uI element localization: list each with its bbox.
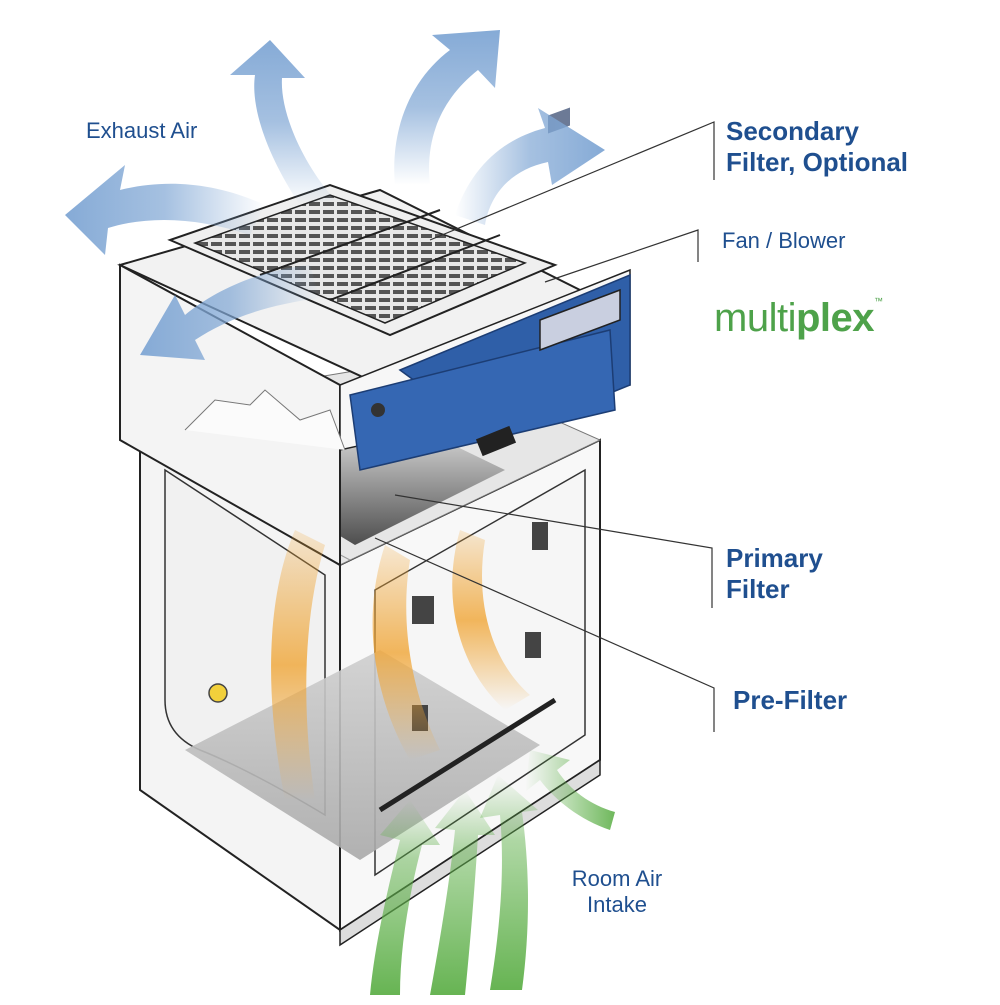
pre-filter-label: Pre-Filter — [733, 685, 848, 715]
intake-arrow — [525, 750, 615, 830]
secondary-filter-label-line2: Filter, Optional — [726, 147, 909, 178]
exhaust-arrow — [394, 30, 500, 185]
primary-filter-label: Primary Filter — [726, 543, 823, 605]
exhaust-air-label: Exhaust Air — [86, 118, 198, 143]
internal-flow-arrow — [452, 530, 530, 710]
room-air-intake-arrows — [370, 750, 615, 995]
leader-primary-filter — [394, 494, 713, 608]
internal-flow-arrow — [372, 545, 440, 760]
leader-pre-filter — [374, 537, 715, 732]
logo-part1: multi — [714, 296, 796, 340]
exhaust-air-arrows — [65, 30, 605, 360]
leader-secondary-filter — [429, 121, 715, 241]
secondary-filter-grille — [167, 183, 558, 337]
exhaust-arrow — [455, 108, 605, 225]
leader-lines — [374, 121, 715, 732]
logo-part2: plex — [795, 296, 875, 340]
fan-blower-label: Fan / Blower — [722, 228, 846, 253]
secondary-filter-label-line1: Secondary — [726, 116, 859, 146]
secondary-filter-label: Secondary Filter, Optional — [726, 116, 908, 178]
multiplex-logo: multiplex™ — [714, 296, 883, 341]
leader-fan-blower — [544, 229, 699, 283]
exhaust-arrow — [230, 40, 335, 205]
intake-arrow — [430, 790, 495, 995]
logo-trademark: ™ — [874, 296, 883, 306]
exhaust-arrow — [65, 165, 265, 255]
room-air-label-line2: Intake — [587, 892, 647, 918]
internal-airflow — [271, 530, 530, 800]
room-air-label-line1: Room Air — [571, 866, 663, 891]
exhaust-arrow — [140, 265, 320, 360]
primary-filter-label-line1: Primary — [726, 543, 823, 573]
intake-arrow — [480, 775, 538, 990]
primary-filter-label-line2: Filter — [726, 574, 790, 605]
internal-flow-arrow — [271, 530, 325, 800]
intake-arrow — [370, 800, 440, 995]
room-air-intake-label: Room Air Intake — [562, 866, 672, 919]
